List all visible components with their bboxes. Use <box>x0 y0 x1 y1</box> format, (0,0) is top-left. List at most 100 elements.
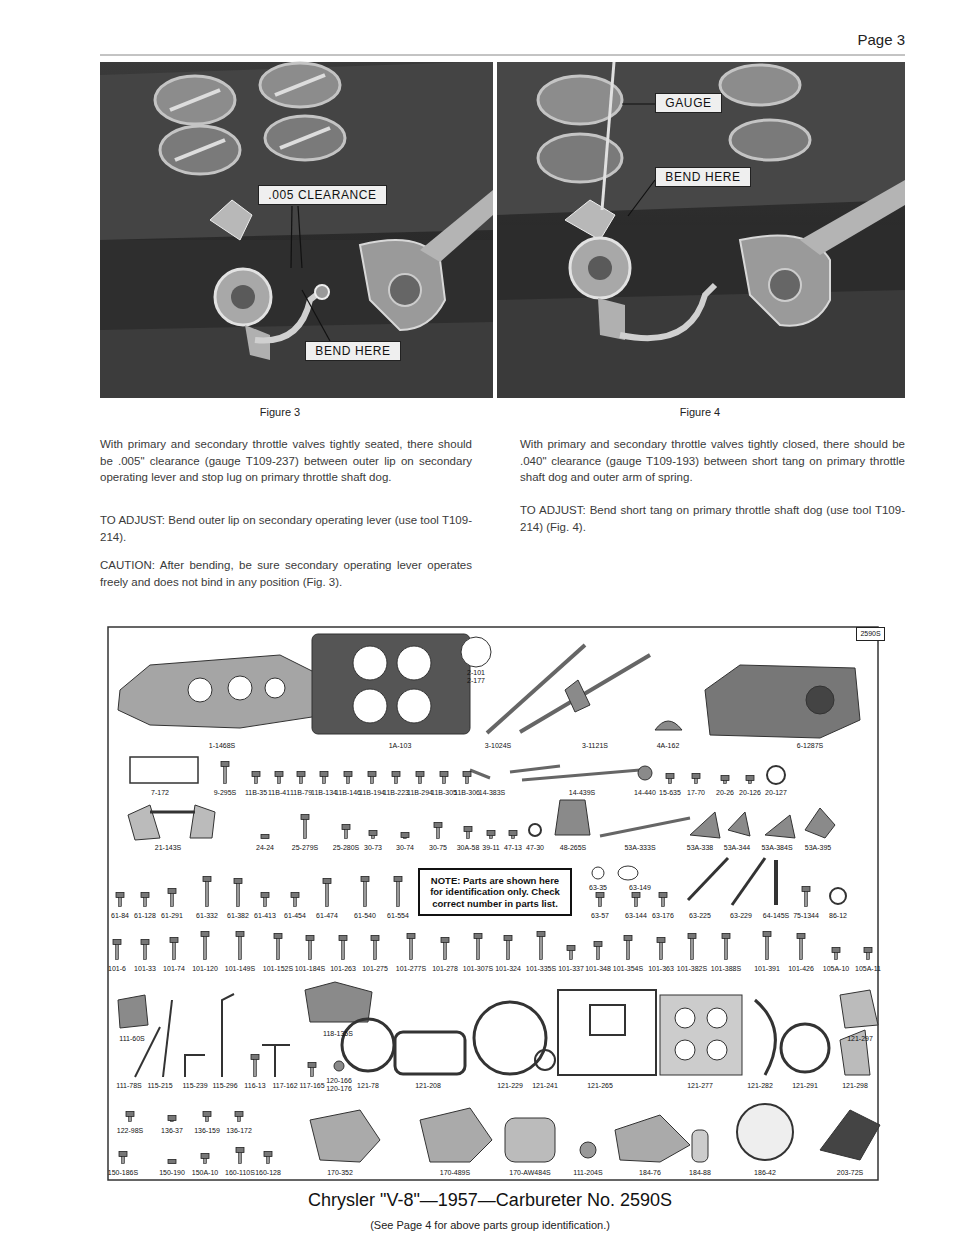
part-icon-head <box>416 772 424 777</box>
part-icon-shank <box>437 828 440 839</box>
part-icon <box>320 772 328 784</box>
part-icon-head <box>261 893 269 898</box>
part-illustrations-shape <box>353 689 387 723</box>
part-icon-head <box>763 932 771 937</box>
part-icon-shank <box>173 943 176 960</box>
part-icon <box>203 1112 211 1122</box>
part-icon-shank <box>204 1159 207 1164</box>
part-illustrations-shape <box>163 1000 172 1077</box>
part-icon-shank <box>300 777 303 784</box>
part-number: 61-84 <box>110 911 130 920</box>
part-number: 101-348 <box>584 964 612 973</box>
part-number: 101-335S <box>525 964 557 973</box>
part-icon-head <box>657 938 665 943</box>
part-icon-shank <box>347 777 350 784</box>
part-number: 61-128 <box>133 911 157 920</box>
part-number: 39-11 <box>481 843 500 852</box>
photo-figure-3-shape <box>275 75 325 95</box>
part-icon-head <box>392 772 400 777</box>
part-icon-head <box>203 1112 211 1117</box>
photo-figure-3-shape <box>210 200 252 240</box>
part-illustrations-shape <box>755 1000 775 1075</box>
part-icon-shank <box>540 937 543 960</box>
part-icon <box>141 893 149 907</box>
photo-figure-3-shape <box>100 322 493 398</box>
part-icon-shank <box>129 1117 132 1122</box>
photo-figure-3-shape <box>255 292 320 341</box>
part-icon-shank <box>724 781 727 784</box>
part-icon-head <box>236 1148 244 1153</box>
part-illustrations-shape <box>228 676 252 700</box>
part-number: 101-324 <box>494 964 522 973</box>
parts-frame-shape <box>108 627 878 1180</box>
callout-box: BEND HERE <box>305 341 401 361</box>
part-icon <box>234 879 242 907</box>
part-icon-shank <box>749 781 752 784</box>
part-illustrations-shape <box>737 1104 793 1160</box>
part-icon <box>141 940 149 960</box>
part-icon-head <box>434 823 442 828</box>
part-illustrations-shape <box>128 805 215 840</box>
photo-figure-3-shape <box>260 63 340 107</box>
part-icon-shank <box>691 939 694 960</box>
part-number: 53A-395 <box>804 843 832 852</box>
part-icon-head <box>308 1063 316 1068</box>
part-icon <box>657 938 665 960</box>
header-rule-shape <box>100 55 905 56</box>
part-illustrations-shape <box>806 686 834 714</box>
part-illustrations-shape <box>565 680 590 712</box>
part-number: 111-78S <box>115 1081 142 1090</box>
page-title: Chrysler "V-8"—1957—Carbureter No. 2590S <box>308 1190 672 1212</box>
part-number: 101-74 <box>162 964 186 973</box>
part-number: 75-1344 <box>792 911 820 920</box>
part-number: 9-295S <box>213 788 238 797</box>
part-number: 30A-58 <box>456 843 481 852</box>
part-illustrations-shape <box>262 1045 290 1077</box>
part-number: 101-277S <box>395 964 427 973</box>
photo-figure-3-shape <box>100 62 493 240</box>
part-number: 121-277 <box>686 1081 714 1090</box>
part-number: 53A-344 <box>723 843 751 852</box>
part-number: 11B-194 <box>358 788 386 797</box>
part-icons <box>113 762 872 1164</box>
photo-figure-4-shape <box>622 103 655 104</box>
photo-figure-3-shape <box>420 190 493 262</box>
part-illustrations-shape <box>185 1055 205 1077</box>
part-number: 121-208 <box>414 1081 442 1090</box>
part-number: 101-275 <box>361 964 389 973</box>
part-icon-shank <box>800 939 803 960</box>
part-number: 101-354S <box>612 964 644 973</box>
part-number: 21-143S <box>154 843 182 852</box>
part-number: 24-24 <box>255 843 275 852</box>
part-number: 117-162 <box>271 1081 298 1090</box>
part-illustrations-shape <box>397 646 431 680</box>
part-icon-head <box>721 776 729 781</box>
part-icon-head <box>344 772 352 777</box>
part-number: 11B-306 <box>453 788 481 797</box>
part-number: 61-291 <box>160 911 184 920</box>
part-illustrations-shape <box>675 1008 695 1028</box>
part-icon-head <box>368 772 376 777</box>
part-icon <box>416 772 424 784</box>
part-illustrations-shape <box>520 655 650 732</box>
part-icon-head <box>722 934 730 939</box>
part-number: 61-382 <box>226 911 250 920</box>
part-number: 115-239 <box>181 1081 208 1090</box>
part-icon <box>474 934 482 960</box>
part-icon-head <box>274 934 282 939</box>
part-icon-head <box>692 774 700 779</box>
part-illustrations-shape <box>461 637 491 667</box>
part-number: 30-75 <box>428 843 448 852</box>
part-number: 116-13 <box>243 1081 266 1090</box>
photo-figure-3-shape <box>389 274 421 306</box>
part-number: 20-126 <box>738 788 762 797</box>
callout-box-text: BEND HERE <box>314 344 392 358</box>
part-number: 184-76 <box>638 1168 662 1177</box>
part-icon-head <box>320 772 328 777</box>
part-icon <box>275 772 283 784</box>
part-icon-head <box>688 934 696 939</box>
part-icon <box>344 772 352 784</box>
part-icon-shank <box>323 777 326 784</box>
part-icon-shank <box>397 882 400 907</box>
part-number: 170-489S <box>439 1168 471 1177</box>
